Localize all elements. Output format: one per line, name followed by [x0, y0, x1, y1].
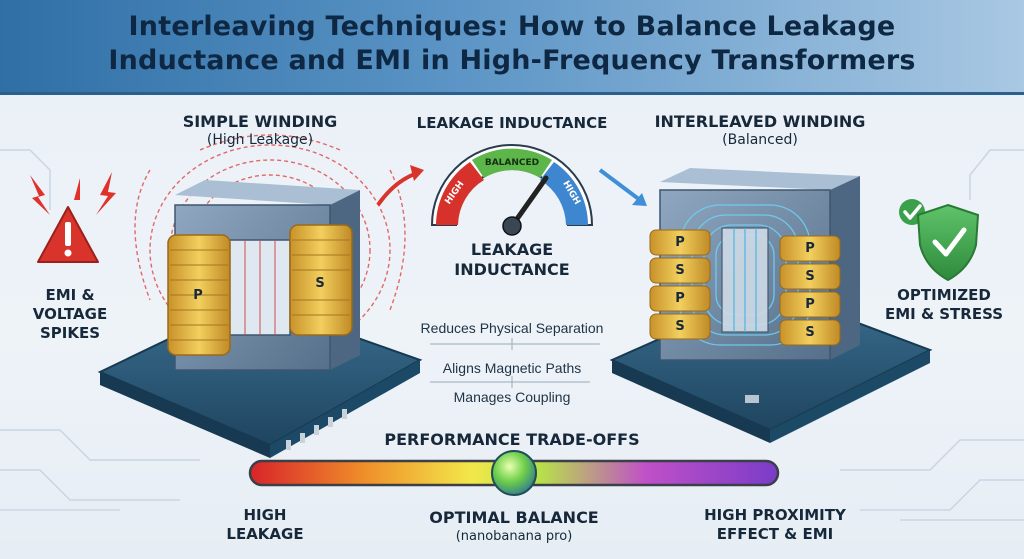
tradeoff-left-label: HIGH LEAKAGE: [200, 506, 330, 544]
gauge-caption-line1: LEAKAGE: [470, 240, 554, 259]
primary-coil-left: [167, 234, 231, 356]
tradeoff-right-line2: EFFECT & EMI: [716, 525, 834, 543]
stack-left-2: S: [675, 263, 685, 278]
simple-winding-subheading: (High Leakage): [206, 132, 314, 148]
stack-right-4: S: [805, 325, 815, 340]
optimized-line2: EMI & STRESS: [884, 305, 1004, 323]
optimized-label: OPTIMIZED EMI & STRESS: [874, 286, 1014, 324]
shield-check-icon: [899, 199, 980, 282]
coil-label-p-left: P: [193, 288, 203, 303]
secondary-coil-left: [289, 224, 353, 336]
step-reduce-separation: Reduces Physical Separation: [420, 320, 604, 336]
gauge-caption: LEAKAGE INDUCTANCE: [420, 240, 604, 280]
stack-left-3: P: [675, 291, 685, 306]
simple-winding-transformer: [97, 134, 423, 458]
title-banner: [0, 0, 1024, 95]
stack-right-2: S: [805, 269, 815, 284]
interleaved-winding-heading: INTERLEAVED WINDING: [654, 112, 866, 131]
tradeoff-right-label: HIGH PROXIMITY EFFECT & EMI: [690, 506, 860, 544]
interleaved-coil-stack-right: [779, 235, 841, 346]
emi-warning-line2: VOLTAGE: [32, 305, 108, 323]
interleaved-winding-transformer: [609, 168, 933, 443]
tradeoff-center-label: OPTIMAL BALANCE (nanobanana pro): [392, 508, 636, 546]
lightning-icon: [30, 172, 116, 215]
tradeoff-left-line1: HIGH: [243, 506, 287, 524]
interleaved-coil-stack-left: [649, 229, 711, 340]
tradeoff-center-line2: (nanobanana pro): [455, 529, 573, 544]
page-title: Interleaving Techniques: How to Balance …: [0, 10, 1024, 78]
gauge-balanced: BALANCED: [484, 158, 540, 168]
stack-right-3: P: [805, 297, 815, 312]
emi-warning-line1: EMI &: [45, 286, 95, 304]
stack-right-1: P: [805, 241, 815, 256]
coil-label-s-left: S: [315, 276, 325, 291]
gauge-needle: [509, 175, 549, 229]
tradeoffs-heading: PERFORMANCE TRADE-OFFS: [384, 430, 640, 449]
interleaved-winding-subheading: (Balanced): [722, 132, 798, 148]
optimized-line1: OPTIMIZED: [897, 286, 991, 304]
step-manage-coupling: Manages Coupling: [453, 389, 571, 405]
emi-warning-label: EMI & VOLTAGE SPIKES: [10, 286, 130, 343]
tradeoff-center-line1: OPTIMAL BALANCE: [429, 508, 599, 527]
page-title-line1: Interleaving Techniques: How to Balance …: [128, 11, 896, 42]
stack-left-1: P: [675, 235, 685, 250]
simple-winding-heading: SIMPLE WINDING: [182, 112, 338, 131]
gauge-caption-line2: INDUCTANCE: [454, 260, 570, 279]
warning-triangle-icon: [37, 206, 99, 263]
arrow-to-interleaved: [598, 168, 642, 202]
tradeoff-right-line1: HIGH PROXIMITY: [704, 506, 846, 524]
page-title-line2: Inductance and EMI in High-Frequency Tra…: [108, 45, 916, 76]
stack-left-4: S: [675, 319, 685, 334]
emi-warning-line3: SPIKES: [39, 324, 101, 342]
tradeoff-left-line2: LEAKAGE: [226, 525, 304, 543]
step-align-paths: Aligns Magnetic Paths: [442, 360, 582, 376]
leakage-gauge: [430, 144, 594, 236]
balance-knob: [491, 450, 537, 496]
tradeoff-bar: [248, 450, 780, 496]
leakage-inductance-heading: LEAKAGE INDUCTANCE: [416, 114, 608, 132]
circuit-traces: [0, 149, 1024, 521]
